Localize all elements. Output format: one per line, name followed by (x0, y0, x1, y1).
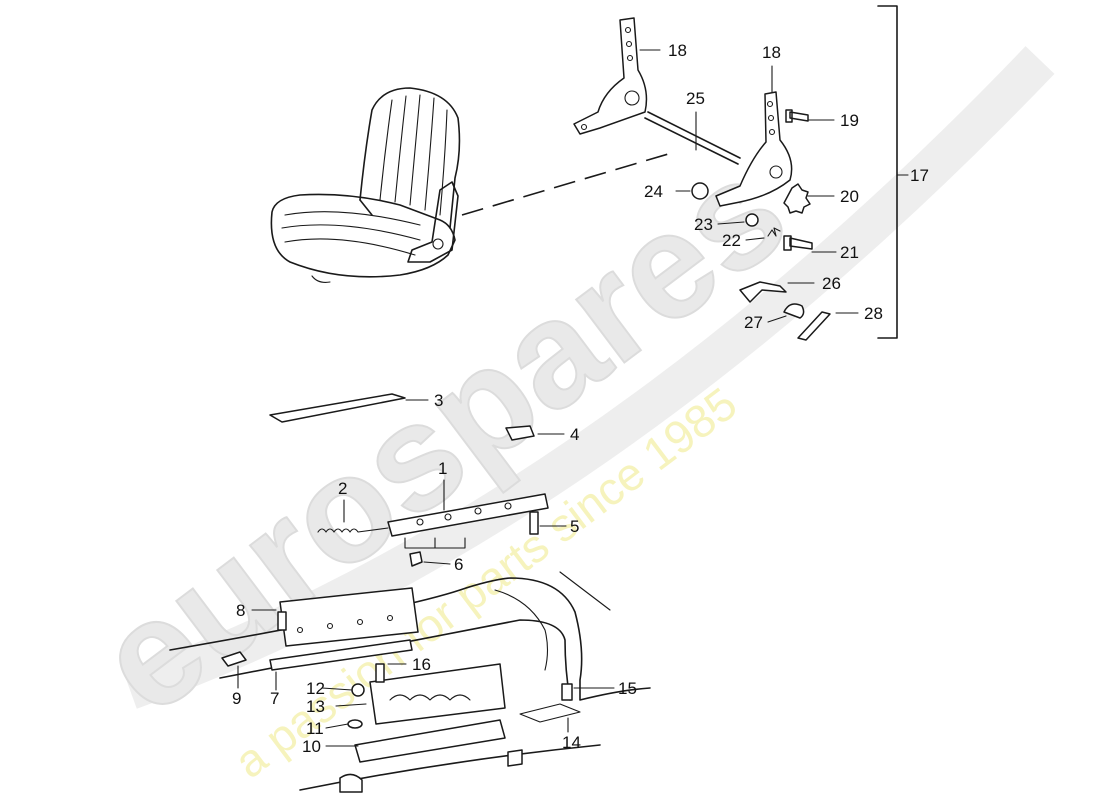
callout-4: 4 (570, 425, 579, 444)
callout-24: 24 (644, 182, 663, 201)
callout-18-right: 18 (762, 43, 781, 62)
washer-22 (767, 227, 781, 237)
screw-19 (785, 109, 809, 123)
bolt-5 (529, 511, 539, 535)
callout-23: 23 (694, 215, 713, 234)
assembly-dashed-line (461, 151, 676, 216)
screw-21 (783, 235, 813, 251)
hinge-bracket-left (573, 17, 648, 135)
callout-25: 25 (686, 89, 705, 108)
callout-28: 28 (864, 304, 883, 323)
callout-5: 5 (570, 517, 579, 536)
callout-2: 2 (338, 479, 347, 498)
callout-22: 22 (722, 231, 741, 250)
callout-labels: 18 18 25 19 17 24 20 23 22 21 26 27 28 3… (232, 41, 929, 756)
callout-8: 8 (236, 601, 245, 620)
callout-11: 11 (306, 719, 324, 738)
hinge-bracket-right (715, 91, 793, 207)
callout-21: 21 (840, 243, 859, 262)
callout-12: 12 (306, 679, 325, 698)
rail-1 (387, 493, 549, 537)
callout-17: 17 (910, 166, 929, 185)
callout-15: 15 (618, 679, 637, 698)
callout-19: 19 (840, 111, 859, 130)
callout-27: 27 (744, 313, 763, 332)
callout-7: 7 (270, 689, 279, 708)
spring-2 (317, 527, 389, 533)
assembly-bracket-17 (877, 5, 898, 339)
clip-28 (797, 311, 831, 341)
strip-3 (269, 393, 406, 423)
callout-6: 6 (454, 555, 463, 574)
callout-20: 20 (840, 187, 859, 206)
callout-16: 16 (412, 655, 431, 674)
floor-pan (169, 571, 651, 793)
seat-illustration (270, 87, 461, 283)
nut-23 (745, 213, 759, 227)
callout-13: 13 (306, 697, 325, 716)
block-4 (505, 425, 535, 441)
shaft-25 (644, 111, 741, 165)
callout-14: 14 (562, 733, 581, 752)
callout-3: 3 (434, 391, 443, 410)
screw-6 (409, 551, 423, 567)
callout-18-left: 18 (668, 41, 687, 60)
watermark: eurospares a passion for parts since 198… (67, 46, 1055, 788)
knob-27 (783, 303, 805, 319)
watermark-swoosh (123, 46, 1055, 709)
callout-26: 26 (822, 274, 841, 293)
callout-1: 1 (438, 459, 447, 478)
knob-20 (783, 183, 811, 214)
lever-26 (739, 281, 787, 303)
nut-24 (691, 182, 709, 200)
leader-lines (237, 49, 909, 747)
rail-bracket-marks (404, 537, 466, 549)
callout-9: 9 (232, 689, 241, 708)
callout-10: 10 (302, 737, 321, 756)
